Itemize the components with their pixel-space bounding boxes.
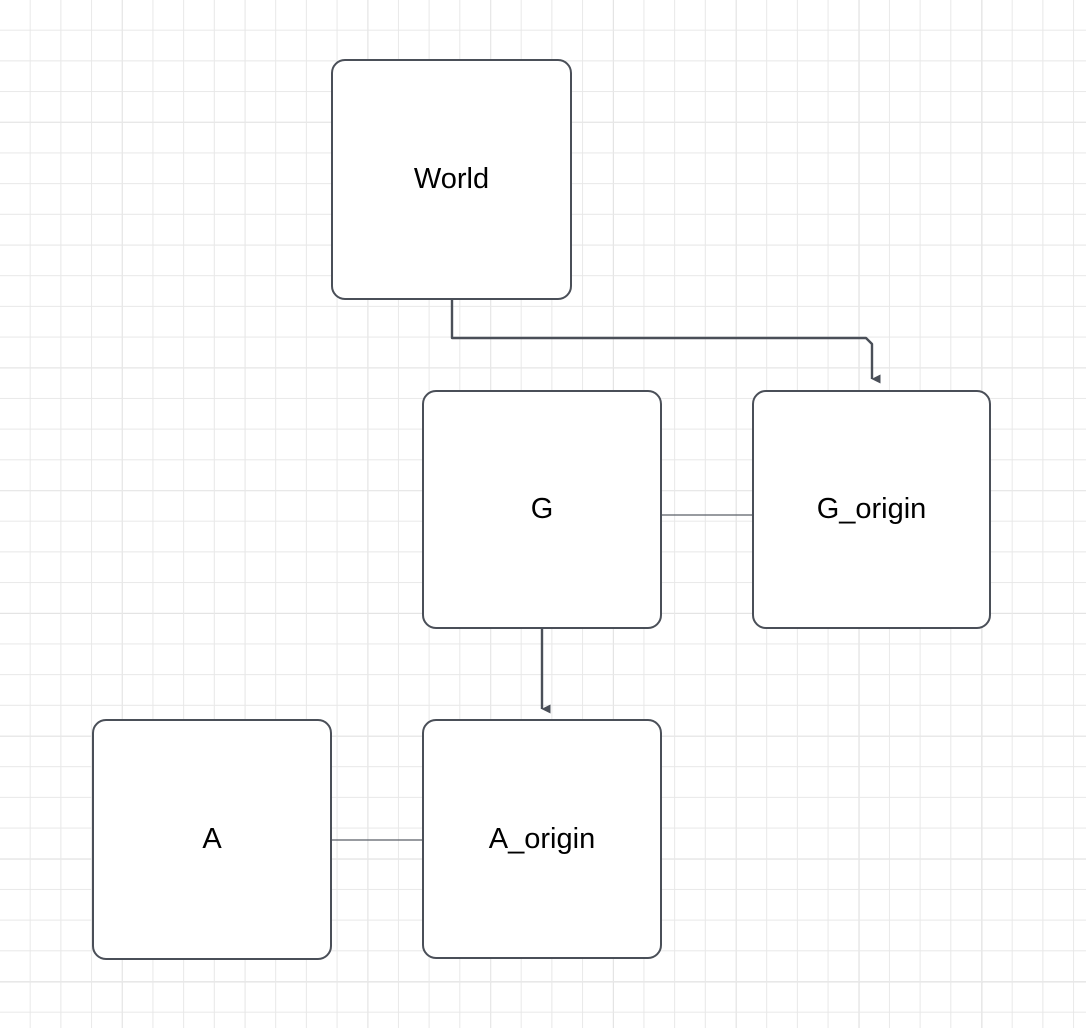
node-g-origin[interactable]: G_origin <box>752 390 991 629</box>
node-world[interactable]: World <box>331 59 572 300</box>
node-g[interactable]: G <box>422 390 662 629</box>
node-g-origin-label: G_origin <box>816 493 927 525</box>
edge-world-to-g-origin <box>450 300 881 384</box>
node-world-label: World <box>413 163 490 195</box>
node-a[interactable]: A <box>92 719 332 960</box>
node-a-origin[interactable]: A_origin <box>422 719 662 959</box>
node-a-label: A <box>202 823 222 855</box>
node-g-label: G <box>530 493 554 525</box>
node-a-origin-label: A_origin <box>488 822 596 855</box>
